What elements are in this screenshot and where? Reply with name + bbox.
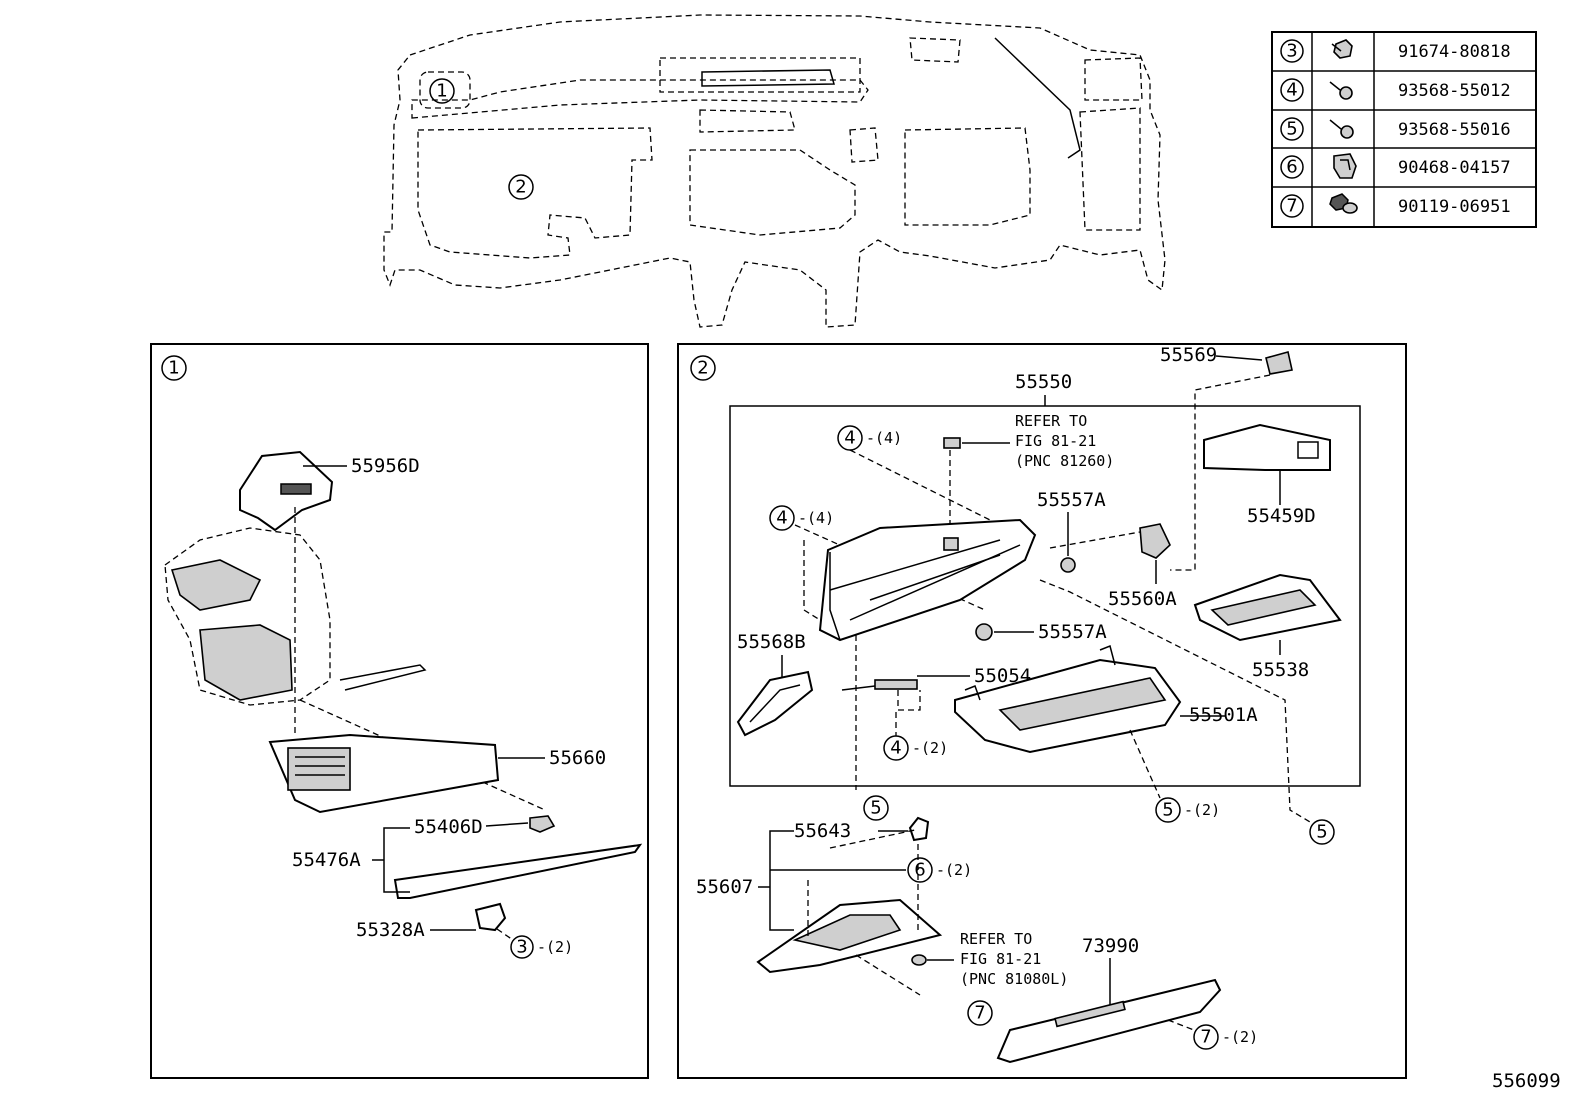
bracket-55328A — [474, 902, 507, 932]
part-label-55501A: 55501A — [1189, 704, 1258, 726]
bolt-washer-icon — [1329, 193, 1358, 214]
refer-note-1-line3: (PNC 81260) — [1015, 452, 1114, 470]
glove-box-housing — [818, 518, 1037, 642]
fastener-part-no: 93568-55012 — [1398, 81, 1511, 101]
fastener-ref: 5 — [1286, 119, 1297, 140]
part-label-73990: 73990 — [1082, 935, 1139, 957]
overview-callout-1: 1 — [436, 81, 447, 102]
table-row: 5 93568-55016 — [1280, 117, 1511, 141]
part-label-55569: 55569 — [1160, 344, 1217, 366]
clip-nut-icon — [1333, 153, 1357, 179]
callout-5-a: 5 — [870, 798, 881, 819]
fastener-ref: 3 — [1286, 41, 1297, 62]
callout-7-b-qty: -(2) — [1222, 1028, 1258, 1046]
refer-note-2-line3: (PNC 81080L) — [960, 970, 1068, 988]
callout-4-c: 4 — [890, 738, 901, 759]
part-label-55459D: 55459D — [1247, 505, 1316, 527]
part-label-55550: 55550 — [1015, 371, 1072, 393]
table-row: 3 91674-80818 — [1280, 39, 1511, 63]
part-55569 — [1265, 351, 1293, 375]
fastener-ref: 7 — [1286, 196, 1297, 217]
part-label-55406D: 55406D — [414, 816, 483, 838]
table-row: 4 93568-55012 — [1280, 78, 1511, 102]
part-label-55956D: 55956D — [351, 455, 420, 477]
part-label-55643: 55643 — [794, 820, 851, 842]
clip-55406D — [529, 815, 556, 833]
damper-55557A-top — [1060, 557, 1076, 573]
callout-5-b-qty: -(2) — [1184, 801, 1220, 819]
part-label-55328A: 55328A — [356, 919, 425, 941]
part-label-55660: 55660 — [549, 747, 606, 769]
callout-4-b-qty: -(4) — [798, 509, 834, 527]
bulb-socket — [943, 437, 961, 449]
callout-4-c-qty: -(2) — [912, 739, 948, 757]
screw-icon — [1329, 119, 1354, 139]
fastener-part-no: 93568-55016 — [1398, 120, 1511, 140]
callout-3-qty: -(2) — [537, 938, 573, 956]
callout-7-a: 7 — [974, 1003, 985, 1024]
clip-55643 — [908, 816, 930, 842]
callout-5-b: 5 — [1162, 800, 1173, 821]
bracket-55459D — [1203, 423, 1331, 471]
panel-1-ref: 1 — [168, 358, 179, 379]
instrument-panel-overview: 1 2 — [383, 14, 1166, 328]
refer-note-1-line1: REFER TO — [1015, 412, 1087, 430]
callout-4-a: 4 — [844, 428, 855, 449]
part-label-55560A: 55560A — [1108, 588, 1177, 610]
fastener-ref: 4 — [1286, 80, 1297, 101]
panel-2-ref: 2 — [697, 358, 708, 379]
rod-55054 — [841, 679, 918, 691]
fastener-table: 3 91674-80818 4 93568-55012 5 93568-5501 — [1271, 31, 1537, 228]
callout-7-b: 7 — [1200, 1027, 1211, 1048]
refer-note-1-line2: FIG 81-21 — [1015, 432, 1096, 450]
refer-note-2-line2: FIG 81-21 — [960, 950, 1041, 968]
part-label-55557A-top: 55557A — [1037, 489, 1106, 511]
lower-cover-55607 — [756, 898, 943, 974]
bolt-icon — [1331, 39, 1353, 59]
fastener-part-no: 90119-06951 — [1398, 197, 1511, 217]
callout-4-b: 4 — [776, 508, 787, 529]
table-row: 7 90119-06951 — [1280, 193, 1511, 218]
part-label-55568B: 55568B — [737, 631, 806, 653]
glove-box-door-55501A — [954, 644, 1182, 754]
damper-55557A-bottom — [975, 623, 993, 641]
lamp-socket — [911, 954, 927, 966]
vent-register-55660 — [268, 733, 500, 814]
part-label-55538: 55538 — [1252, 659, 1309, 681]
overview-callout-2: 2 — [515, 177, 526, 198]
callout-3: 3 — [516, 937, 527, 958]
part-label-55476A: 55476A — [292, 849, 361, 871]
part-label-55054: 55054 — [974, 665, 1031, 687]
upper-pad-55956D — [239, 450, 334, 532]
detail-panel-2: 2 55569 55550 REFER TO FIG 81-21 (PNC 81… — [677, 343, 1407, 1079]
callout-4-a-qty: -(4) — [866, 429, 902, 447]
hinge-55568B — [736, 670, 814, 737]
part-label-55607: 55607 — [696, 876, 753, 898]
detail-panel-1: 1 55956D 55660 55406D — [150, 343, 649, 1079]
table-row: 6 90468-04157 — [1280, 153, 1511, 179]
callout-6-qty: -(2) — [936, 861, 972, 879]
garnish-55476A — [393, 843, 643, 899]
finish-panel-73990 — [996, 978, 1222, 1064]
figure-number: 556099 — [1492, 1070, 1561, 1092]
callout-5-c: 5 — [1316, 822, 1327, 843]
tray-55538 — [1193, 573, 1342, 642]
fastener-part-no: 91674-80818 — [1398, 42, 1511, 62]
latch-55560A — [1139, 523, 1171, 559]
fastener-part-no: 90468-04157 — [1398, 158, 1511, 178]
refer-note-2-line1: REFER TO — [960, 930, 1032, 948]
fastener-ref: 6 — [1286, 157, 1297, 178]
part-label-55557A-bottom: 55557A — [1038, 621, 1107, 643]
callout-6: 6 — [914, 860, 925, 881]
screw-icon — [1329, 81, 1353, 100]
